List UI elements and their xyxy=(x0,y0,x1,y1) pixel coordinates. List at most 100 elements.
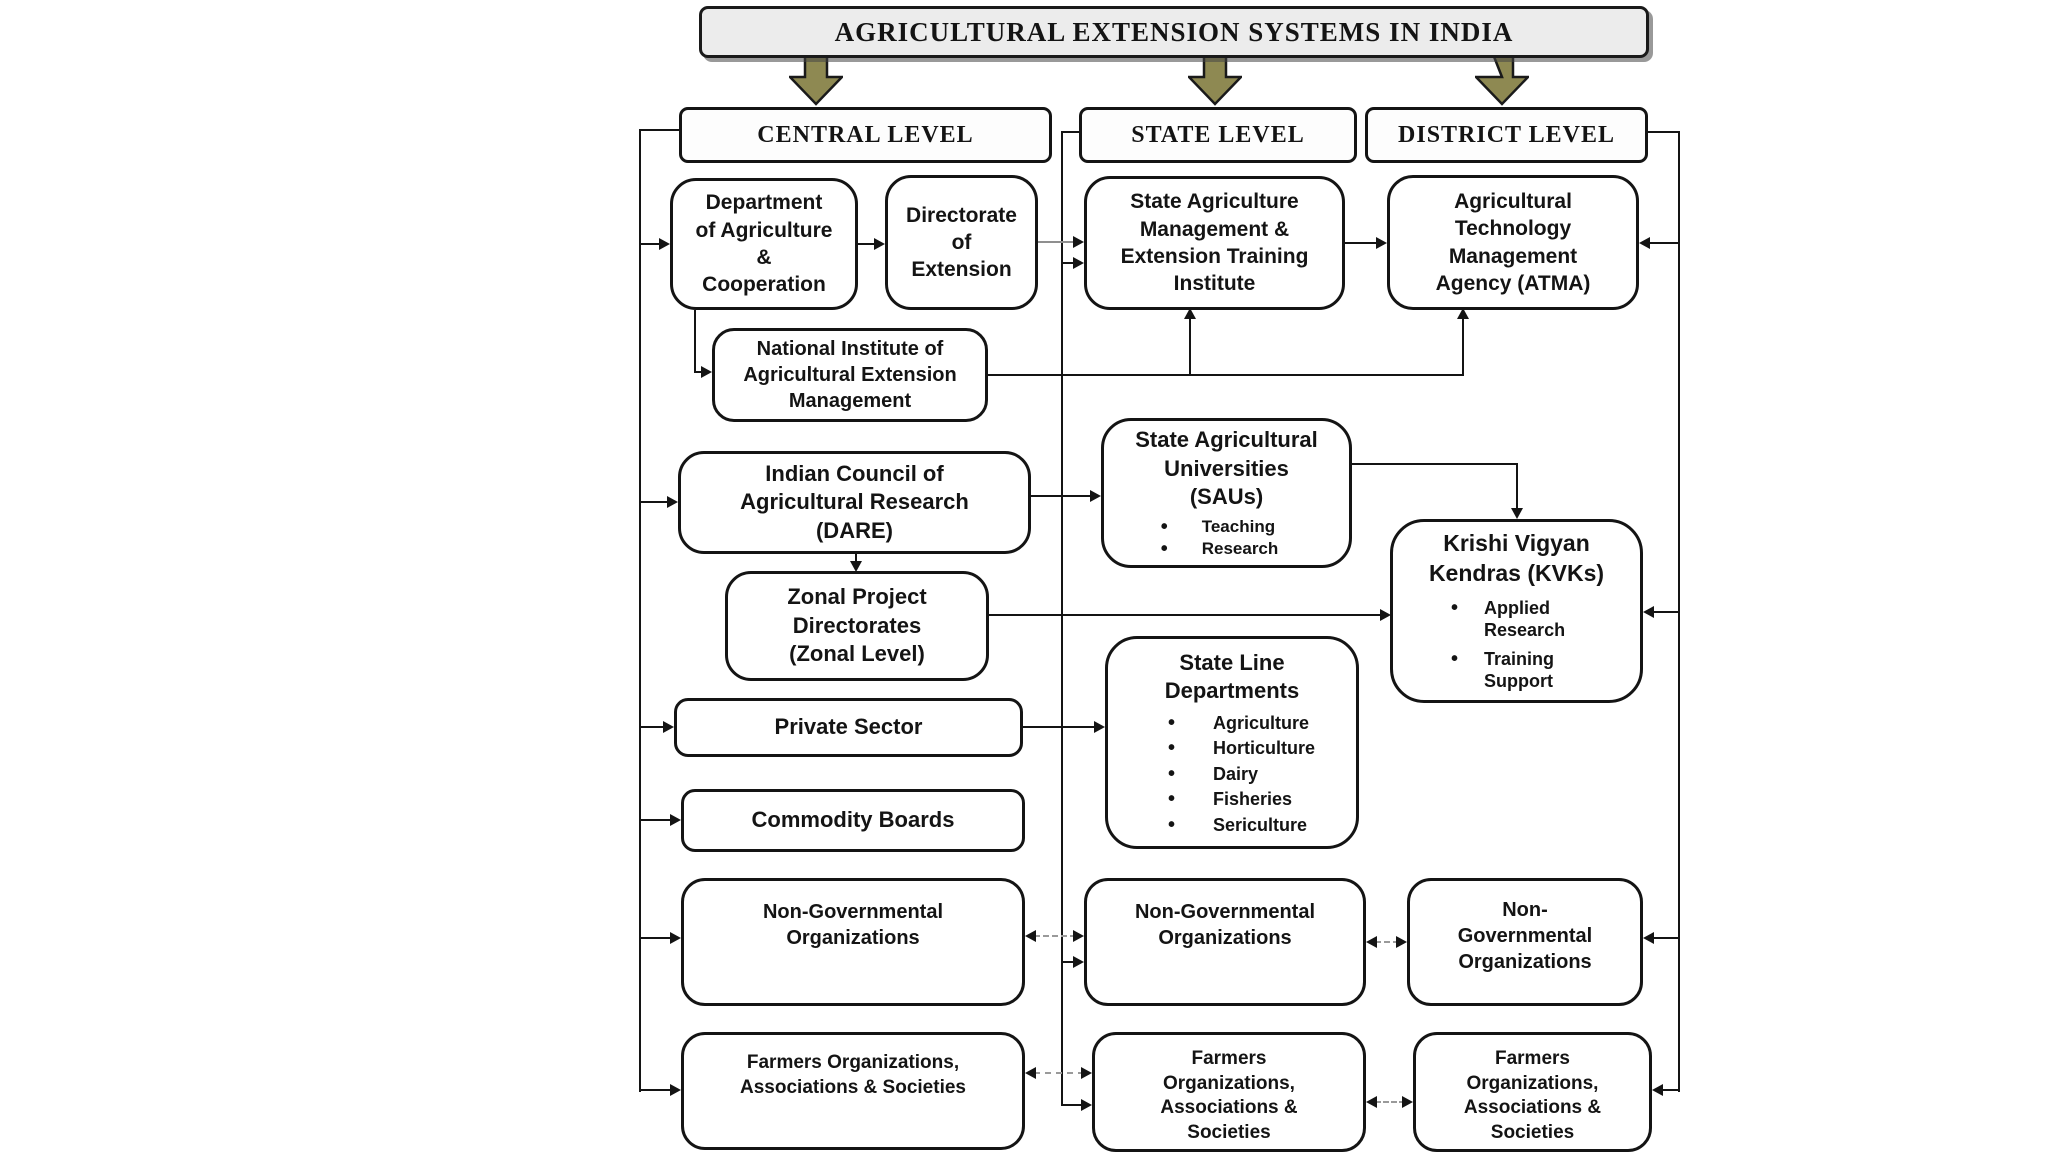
bullet-item: • Fisheries xyxy=(1168,788,1292,811)
connector-line xyxy=(1352,463,1518,465)
connector-line xyxy=(1031,495,1091,497)
connector-dashed-line xyxy=(1034,935,1076,937)
arrowhead-icon xyxy=(663,721,674,733)
header-district-level: DISTRICT LEVEL xyxy=(1365,107,1648,163)
connector-line xyxy=(855,554,857,563)
arrowhead-icon xyxy=(1073,930,1084,942)
arrowhead-icon xyxy=(1073,956,1084,968)
connector-line xyxy=(694,310,696,373)
bullet-icon: • xyxy=(1168,813,1176,836)
node-label: Department of Agriculture & Cooperation xyxy=(695,191,833,297)
node-label: Farmers Organizations, Associations & So… xyxy=(740,1052,966,1098)
bullet-label: Fisheries xyxy=(1213,789,1293,810)
bullet-label: Dairy xyxy=(1213,763,1259,784)
node-label: Non-Governmental Organizations xyxy=(762,901,944,949)
arrowhead-icon xyxy=(670,932,681,944)
bullet-icon: • xyxy=(1451,596,1459,619)
connector-line xyxy=(1642,131,1680,133)
connector-line xyxy=(988,374,1464,376)
bullet-label: Training Support xyxy=(1484,648,1555,692)
arrowhead-icon xyxy=(1376,237,1387,249)
arrowhead-icon xyxy=(874,238,885,250)
arrowhead-icon xyxy=(1457,308,1469,319)
node-state-agriculture-management-institute: State Agriculture Management & Extension… xyxy=(1084,176,1345,310)
connector-dashed-line xyxy=(1375,941,1399,943)
connector-line xyxy=(1652,937,1679,939)
arrowhead-icon xyxy=(1081,1099,1092,1111)
node-private-sector: Private Sector xyxy=(674,698,1023,757)
connector-line xyxy=(1648,242,1679,244)
bullet-label: Horticulture xyxy=(1213,738,1316,759)
node-farmers-organizations-district: Farmers Organizations, Associations & So… xyxy=(1413,1032,1652,1152)
bullet-icon: • xyxy=(1168,762,1176,785)
arrowhead-icon xyxy=(1366,936,1377,948)
connector-line xyxy=(639,501,669,503)
bullet-item: • Training Support xyxy=(1451,648,1554,693)
connector-middle-spine xyxy=(1061,132,1063,1106)
connector-line xyxy=(1516,463,1518,510)
node-farmers-organizations-state: Farmers Organizations, Associations & So… xyxy=(1092,1032,1366,1152)
bullet-icon: • xyxy=(1168,711,1176,734)
arrowhead-icon xyxy=(1073,257,1084,269)
arrowhead-icon xyxy=(1094,721,1105,733)
connector-line xyxy=(1038,241,1075,243)
bullet-item: • Horticulture xyxy=(1168,737,1315,760)
arrowhead-icon xyxy=(670,1084,681,1096)
node-label: Non- Governmental Organizations xyxy=(1457,899,1593,973)
node-zonal-project-directorates: Zonal Project Directorates (Zonal Level) xyxy=(725,571,989,681)
arrowhead-icon xyxy=(667,496,678,508)
connector-dashed-line xyxy=(1034,1072,1084,1074)
arrowhead-icon xyxy=(1402,1096,1413,1108)
node-indian-council-agricultural-research: Indian Council of Agricultural Research … xyxy=(678,451,1031,554)
bullet-label: Applied Research xyxy=(1484,597,1566,641)
header-state-level: STATE LEVEL xyxy=(1079,107,1357,163)
connector-line xyxy=(639,819,672,821)
arrowhead-icon xyxy=(1025,1067,1036,1079)
connector-line xyxy=(1189,318,1191,376)
arrowhead-icon xyxy=(1511,508,1523,519)
bullet-item: •Research xyxy=(1161,538,1279,560)
bullet-label: Teaching xyxy=(1201,516,1276,536)
node-label: Private Sector xyxy=(774,714,923,740)
node-ngo-central: Non-Governmental Organizations xyxy=(681,878,1025,1006)
connector-line xyxy=(1061,1104,1084,1106)
arrowhead-icon xyxy=(1380,609,1391,621)
bullet-list: •Agriculture •Horticulture •Dairy •Fishe… xyxy=(1108,712,1315,837)
node-farmers-organizations-central: Farmers Organizations, Associations & So… xyxy=(681,1032,1025,1150)
node-agricultural-technology-management-agency: Agricultural Technology Management Agenc… xyxy=(1387,175,1639,310)
bullet-icon: • xyxy=(1160,515,1168,538)
connector-line xyxy=(639,726,665,728)
node-national-institute-agricultural-extension: National Institute of Agricultural Exten… xyxy=(712,328,988,422)
bullet-icon: • xyxy=(1168,788,1176,811)
bullet-item: •Sericulture xyxy=(1168,814,1307,837)
bullet-list: • Teaching •Research xyxy=(1161,516,1279,560)
node-label: Directorate of Extension xyxy=(906,203,1017,282)
arrowhead-icon xyxy=(1396,936,1407,948)
connector-line xyxy=(989,614,1382,616)
arrowhead-icon xyxy=(1090,490,1101,502)
node-label: National Institute of Agricultural Exten… xyxy=(743,338,957,412)
bullet-icon: • xyxy=(1160,537,1168,560)
connector-line xyxy=(1652,611,1679,613)
bullet-item: • Applied Research xyxy=(1451,597,1565,642)
connector-line xyxy=(639,1089,672,1091)
connector-line xyxy=(1345,242,1378,244)
arrowhead-icon xyxy=(659,238,670,250)
node-label: State Line Departments xyxy=(1164,649,1300,704)
node-label: Indian Council of Agricultural Research … xyxy=(740,460,969,543)
arrowhead-icon xyxy=(1652,1084,1663,1096)
connector-line xyxy=(639,937,672,939)
bullet-item: • Dairy xyxy=(1168,763,1258,786)
node-label: Farmers Organizations, Associations & So… xyxy=(1160,1048,1298,1144)
node-ngo-district: Non- Governmental Organizations xyxy=(1407,878,1643,1006)
arrowhead-icon xyxy=(1643,932,1654,944)
node-label: Farmers Organizations, Associations & So… xyxy=(1463,1048,1602,1144)
arrowhead-icon xyxy=(1366,1096,1377,1108)
connector-dashed-line xyxy=(1375,1101,1405,1103)
bullet-icon: • xyxy=(1451,647,1459,670)
bullet-icon: • xyxy=(1168,737,1176,760)
connector-right-spine xyxy=(1678,132,1680,1092)
connector-line xyxy=(858,243,876,245)
arrowhead-icon xyxy=(701,366,712,378)
